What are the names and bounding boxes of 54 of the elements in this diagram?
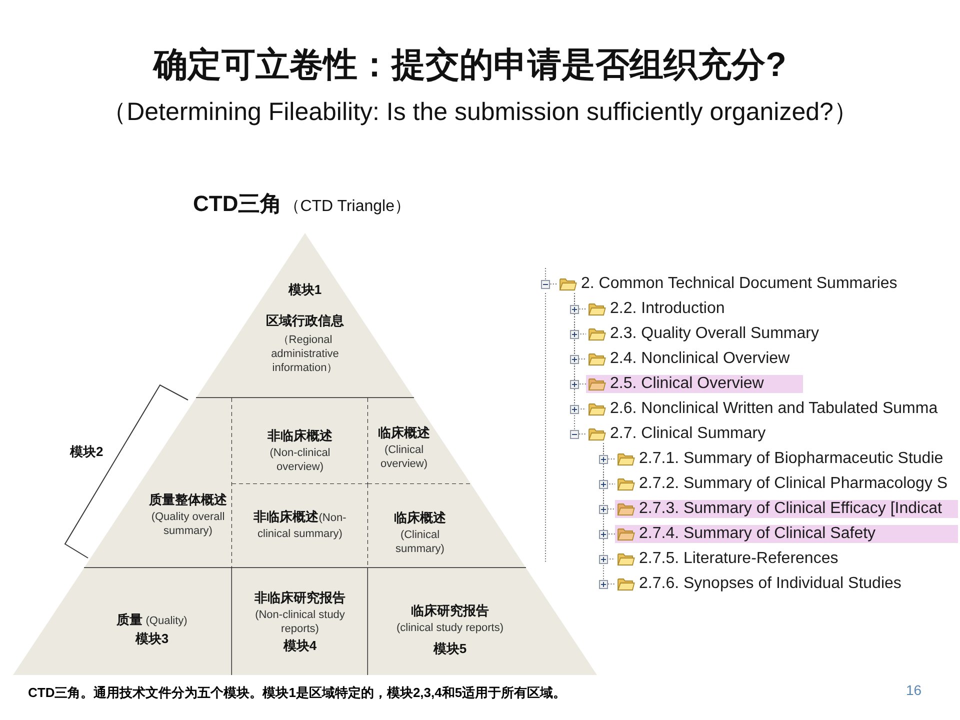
section-translation: (Quality overall summary) xyxy=(150,510,226,538)
section-translation: (clinical study reports) xyxy=(396,621,504,635)
tree-item-label: 2.7.4. Summary of Clinical Safety xyxy=(639,525,876,543)
pyramid-section xyxy=(232,398,368,484)
section-translation: (Clinical overview) xyxy=(379,443,429,471)
figure-caption: CTD三角。通用技术文件分为五个模块。模块1是区域特定的，模块2,3,4和5适用于所有区域。 xyxy=(28,684,566,701)
tree-connector xyxy=(574,292,586,434)
pyramid-section xyxy=(196,233,414,398)
bracket-label: 模块2 xyxy=(70,444,104,460)
section-title: 质量 (Quality) xyxy=(116,612,188,629)
pyramid-section xyxy=(232,568,368,675)
tree-item-label: 2.4. Nonclinical Overview xyxy=(610,350,790,368)
section-title: 临床概述 xyxy=(394,509,446,526)
pyramid-section xyxy=(84,398,232,568)
diagram-subheading: （CTD Triangle） xyxy=(284,197,410,217)
tree-item-label: 2.2. Introduction xyxy=(610,300,725,318)
section-translation: (Clinical summary) xyxy=(394,528,446,556)
tree-item-label: 2.7.2. Summary of Clinical Pharmacology S xyxy=(639,475,948,493)
module-label: 模块5 xyxy=(433,640,467,657)
tree-connector xyxy=(603,442,616,584)
tree-connector xyxy=(545,268,558,284)
tree-item-label: 2.7.1. Summary of Biopharmaceutic Studie xyxy=(639,450,944,468)
highlighted-row xyxy=(586,375,803,393)
slide-subtitle: （Determining Fileability: Is the submission sufficiently organized?） xyxy=(102,97,858,128)
module-label: 模块3 xyxy=(135,630,169,647)
module-label: 模块1 xyxy=(288,281,322,298)
tree-item-label: 2.5. Clinical Overview xyxy=(610,375,764,393)
section-title: 质量整体概述 xyxy=(149,491,227,508)
section-title: 临床研究报告 xyxy=(411,602,489,619)
section-title: 区域行政信息 xyxy=(266,312,344,329)
section-title: 非临床研究报告 xyxy=(254,589,346,606)
tree-item-label: 2.7. Clinical Summary xyxy=(610,425,766,443)
pyramid-section xyxy=(232,484,368,568)
pyramid-section xyxy=(368,484,526,568)
slide-title: 确定可立卷性：提交的申请是否组织充分? xyxy=(154,45,786,86)
tree-item-label: 2.7.3. Summary of Clinical Efficacy [Indicat xyxy=(639,500,942,518)
section-translation: (Non-clinical study reports) xyxy=(254,608,346,636)
section-translation: （Regional administrative information） xyxy=(270,333,340,375)
tree-item-label: 2.7.6. Synopses of Individual Studies xyxy=(639,575,902,593)
tree-item-label: 2. Common Technical Document Summaries xyxy=(581,275,898,293)
tree-item-label: 2.3. Quality Overall Summary xyxy=(610,325,819,343)
pyramid-section xyxy=(368,398,471,484)
section-title: 非临床概述(Non-clinical summary) xyxy=(252,509,348,542)
tree-item-label: 2.6. Nonclinical Written and Tabulated Summa xyxy=(610,400,938,418)
tree-item-label: 2.7.5. Literature-References xyxy=(639,550,838,568)
page-number: 16 xyxy=(906,681,922,699)
pyramid-section xyxy=(368,568,597,675)
section-translation: (Non-clinical overview) xyxy=(268,446,332,474)
diagram-heading: CTD三角 xyxy=(193,190,282,218)
section-title: 临床概述 xyxy=(378,424,430,441)
highlighted-row xyxy=(615,525,958,543)
section-title: 非临床概述 xyxy=(268,427,332,444)
pyramid-section xyxy=(13,568,232,675)
module-label: 模块4 xyxy=(283,637,317,654)
